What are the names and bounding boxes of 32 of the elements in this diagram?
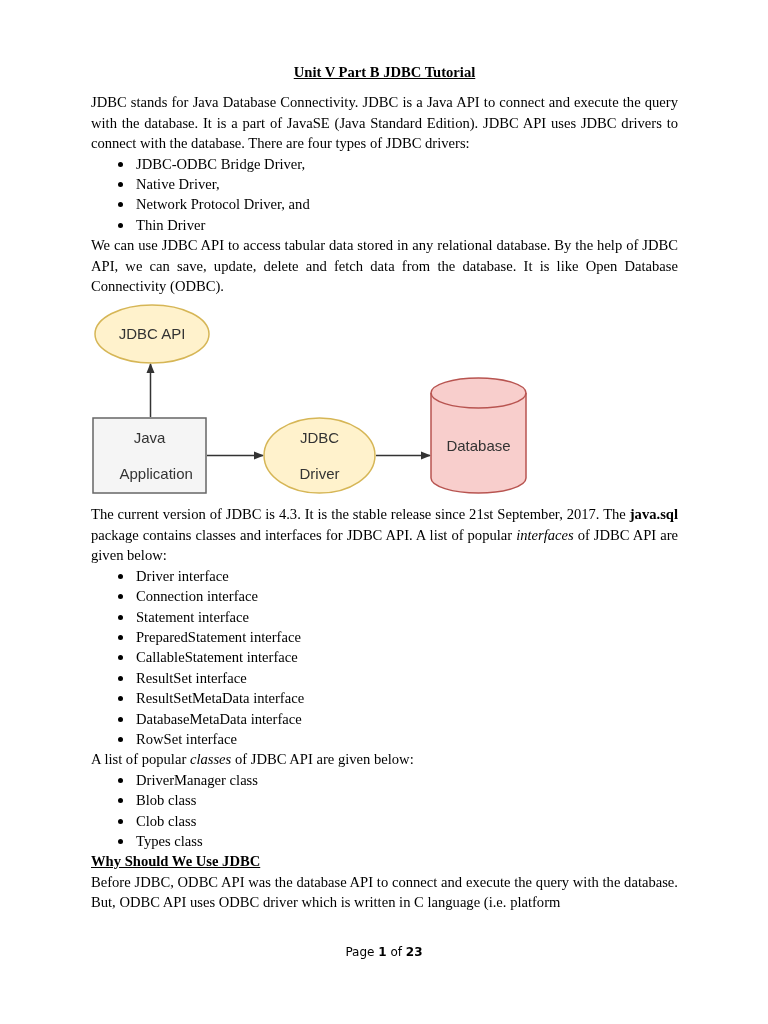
list-item: Network Protocol Driver, and	[136, 196, 310, 213]
list-item: Types class	[136, 832, 203, 849]
page-number: Page 1 of 23	[345, 945, 423, 959]
paragraph: The current version of JDBC is 4.3. It is the stable release since 21st September, 2017. The java.sql package contains classes and interfaces for JDBC API. A list of popular interfaces of JDBC API are given below:	[91, 505, 678, 566]
paragraph: A list of popular classes of JDBC API are given below:	[91, 750, 415, 770]
arrow	[146, 363, 155, 419]
list-item: Driver interface	[136, 567, 229, 584]
list-item: Clob class	[136, 812, 197, 829]
process-box: Java Application	[92, 417, 207, 495]
list-item: RowSet interface	[136, 730, 237, 747]
list-item: DatabaseMetaData interface	[136, 710, 302, 727]
list-item: Native Driver,	[136, 176, 220, 193]
list-item: Statement interface	[136, 608, 250, 625]
paragraph: Before JDBC, ODBC API was the database API to connect and execute the query with the database. But, ODBC API uses ODBC driver which is written in C language (i.e. platform	[91, 872, 678, 913]
arrow	[375, 451, 432, 461]
paragraph: We can use JDBC API to access tabular data stored in any relational database. By the help of JDBC API, we can save, update, delete and fetch data from the database. It is like Open Database Connectivity (ODBC).	[91, 236, 678, 297]
list-item: Thin Driver	[136, 216, 206, 233]
list-item: Blob class	[136, 792, 197, 809]
list-item: ResultSetMetaData interface	[136, 690, 305, 707]
list-item: CallableStatement interface	[136, 649, 298, 666]
list-item: PreparedStatement interface	[136, 628, 301, 645]
list-item: JDBC-ODBC Bridge Driver,	[136, 155, 306, 172]
list-item: DriverManager class	[136, 771, 258, 788]
page-title: Unit V Part B JDBC Tutorial	[292, 63, 477, 82]
arrow	[206, 451, 265, 461]
ellipse-node: JDBC Driver	[263, 417, 376, 495]
paragraph: JDBC stands for Java Database Connectivity. JDBC is a Java API to connect and execute the query with the database. It is a part of JavaSE (Java Standard Edition). JDBC API uses JDBC drivers to connect with the database. There are four types of JDBC drivers:	[91, 93, 678, 154]
list-item: ResultSet interface	[136, 669, 247, 686]
section-heading: Why Should We Use JDBC	[91, 852, 261, 872]
list-item: Connection interface	[136, 588, 258, 605]
ellipse-node: JDBC API	[94, 304, 210, 365]
database-cylinder: Database	[430, 377, 527, 495]
